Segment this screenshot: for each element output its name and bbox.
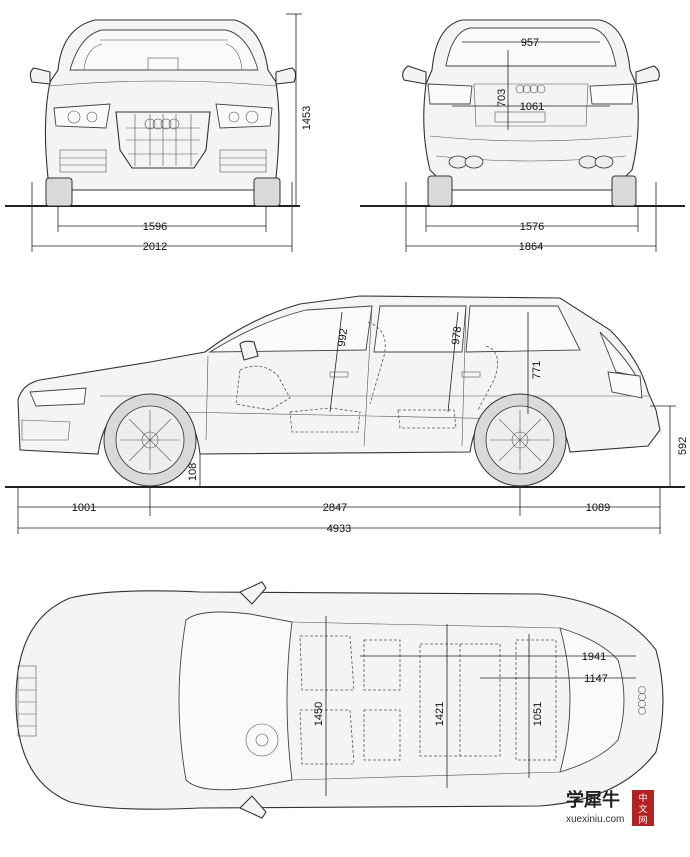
audi-rings-logo (515, 84, 546, 94)
cargo-length-max-label: 1941 (582, 651, 606, 663)
cargo-height-label: 771 (531, 361, 543, 379)
front-width-label: 2012 (143, 241, 167, 253)
watermark-badge-char-2: 文 (638, 803, 647, 815)
side-dimensions: 992 978 771 592 108 1001 2847 1089 4933 (17, 311, 689, 535)
rear-dimensions: 957 703 1061 1576 1864 (405, 37, 657, 253)
rear-headroom-label: 978 (450, 326, 464, 346)
rear-width-label: 1864 (519, 241, 543, 253)
front-height-label: 1453 (301, 106, 313, 130)
front-view (5, 19, 300, 207)
watermark-url: xuexiniu.com (566, 814, 624, 825)
rear-window-width-label: 957 (521, 37, 539, 49)
front-interior-width-label: 1450 (313, 702, 325, 726)
front-track-label: 1596 (143, 221, 167, 233)
rear-overhang-label: 1089 (586, 502, 610, 514)
watermark-badge-char-3: 网 (638, 815, 647, 826)
top-view (15, 581, 664, 819)
watermark: 学犀牛 xuexiniu.com 中 文 网 (566, 789, 654, 826)
front-overhang-label: 1001 (72, 502, 96, 514)
watermark-badge-char-1: 中 (638, 792, 647, 804)
audi-rings-logo (638, 686, 646, 715)
rear-view (360, 19, 685, 207)
ground-clearance-label: 108 (187, 463, 199, 481)
rear-interior-width-label: 1421 (434, 702, 446, 726)
side-view (5, 295, 685, 488)
audi-rings-logo (144, 118, 180, 130)
front-dimensions: 1453 1596 2012 (31, 13, 313, 253)
watermark-brand: 学犀牛 (566, 789, 620, 811)
rear-track-label: 1576 (520, 221, 544, 233)
rear-opening-width-label: 1061 (520, 101, 544, 113)
top-dimensions: 1450 1421 1051 1941 1147 (313, 616, 636, 796)
front-headroom-label: 992 (336, 328, 350, 348)
wheelbase-label: 2847 (323, 502, 347, 514)
overall-length-label: 4933 (327, 523, 351, 535)
cargo-length-label: 1147 (584, 673, 608, 685)
watermark-badge (632, 790, 654, 826)
load-sill-label: 592 (677, 437, 689, 455)
cargo-width-label: 1051 (532, 702, 544, 726)
rear-opening-height-label: 703 (496, 89, 508, 107)
